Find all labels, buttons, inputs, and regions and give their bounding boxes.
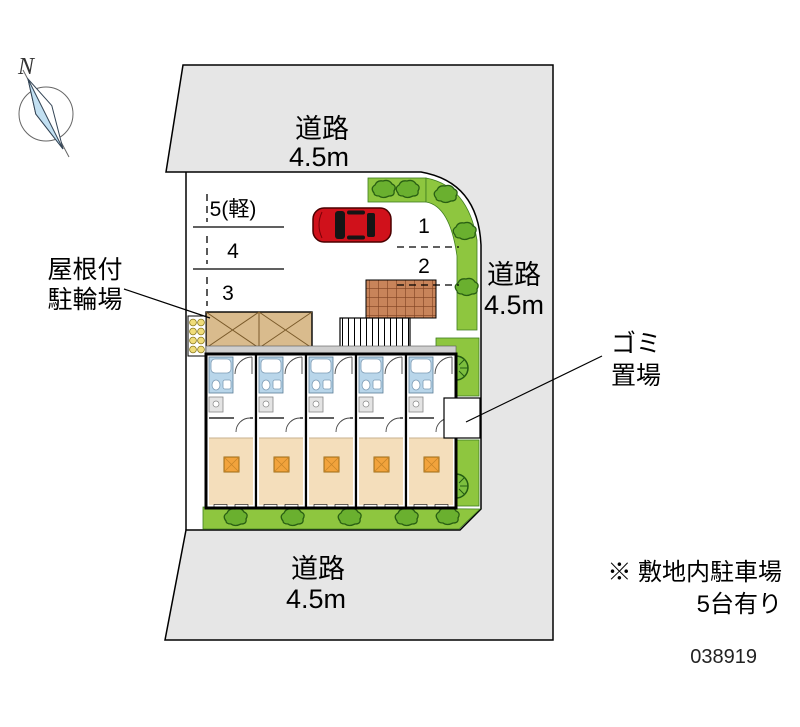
parking-space-label-5: 5(軽)	[210, 198, 257, 221]
site-note-line1: ※ 敷地内駐車場	[607, 559, 782, 586]
entrance-stairs	[339, 317, 411, 349]
road-surface	[164, 64, 554, 641]
plan-number: 038919	[690, 646, 757, 668]
bicycle-shed	[205, 311, 313, 349]
bush-icon	[337, 507, 362, 527]
road-label-bottom-width: 4.5m	[286, 584, 346, 614]
bicycle-shed-leader-line	[123, 288, 211, 319]
north-label: N	[17, 54, 36, 80]
bush-icon	[394, 507, 419, 527]
bush-icon	[454, 277, 479, 297]
road-label-right-width: 4.5m	[484, 290, 544, 320]
road-label-top-name: 道路	[295, 114, 349, 144]
apartment-unit	[254, 352, 308, 510]
bicycle-shed-annotation: 屋根付 駐輪場	[47, 256, 211, 319]
bicycle-shed-label-line1: 屋根付	[47, 256, 122, 284]
garbage-label-line1: ゴミ	[611, 330, 661, 358]
road-label-bottom-name: 道路	[291, 554, 345, 584]
apartment-unit	[354, 352, 408, 510]
apartment-unit	[204, 352, 258, 510]
bicycle-shed-label-line2: 駐輪場	[47, 286, 122, 314]
parking-space-label-3: 3	[222, 282, 234, 305]
road-label-right-name: 道路	[487, 260, 541, 290]
parking-area: 5(軽) 4 3 1 2	[193, 194, 459, 306]
bush-icon	[280, 507, 305, 527]
bush-icon	[452, 221, 477, 241]
bush-icon	[435, 506, 460, 526]
building	[204, 352, 458, 510]
garbage-label-line2: 置場	[611, 362, 661, 390]
parking-space-label-1: 1	[418, 215, 430, 238]
planter-box	[187, 315, 207, 357]
road-labels: 道路 4.5m 道路 4.5m 道路 4.5m	[286, 114, 544, 614]
garbage-annotation: ゴミ 置場	[465, 330, 661, 423]
road-label-top-width: 4.5m	[289, 142, 349, 172]
brick-walkway	[365, 279, 437, 319]
compass: N	[17, 54, 74, 158]
bush-icon	[223, 507, 248, 527]
bush-icon	[433, 184, 458, 204]
bush-icon	[371, 179, 396, 199]
compass-needle-shaded	[27, 78, 64, 150]
site-note: ※ 敷地内駐車場 5台有り	[607, 559, 782, 618]
parking-space-label-4: 4	[227, 240, 239, 263]
parking-space-label-2: 2	[418, 255, 430, 278]
parked-car	[312, 207, 392, 243]
roads	[164, 64, 554, 641]
apartment-unit	[304, 352, 358, 510]
site-note-line2: 5台有り	[697, 591, 782, 618]
bush-icon	[395, 179, 420, 199]
garbage-leader-line	[465, 355, 603, 423]
